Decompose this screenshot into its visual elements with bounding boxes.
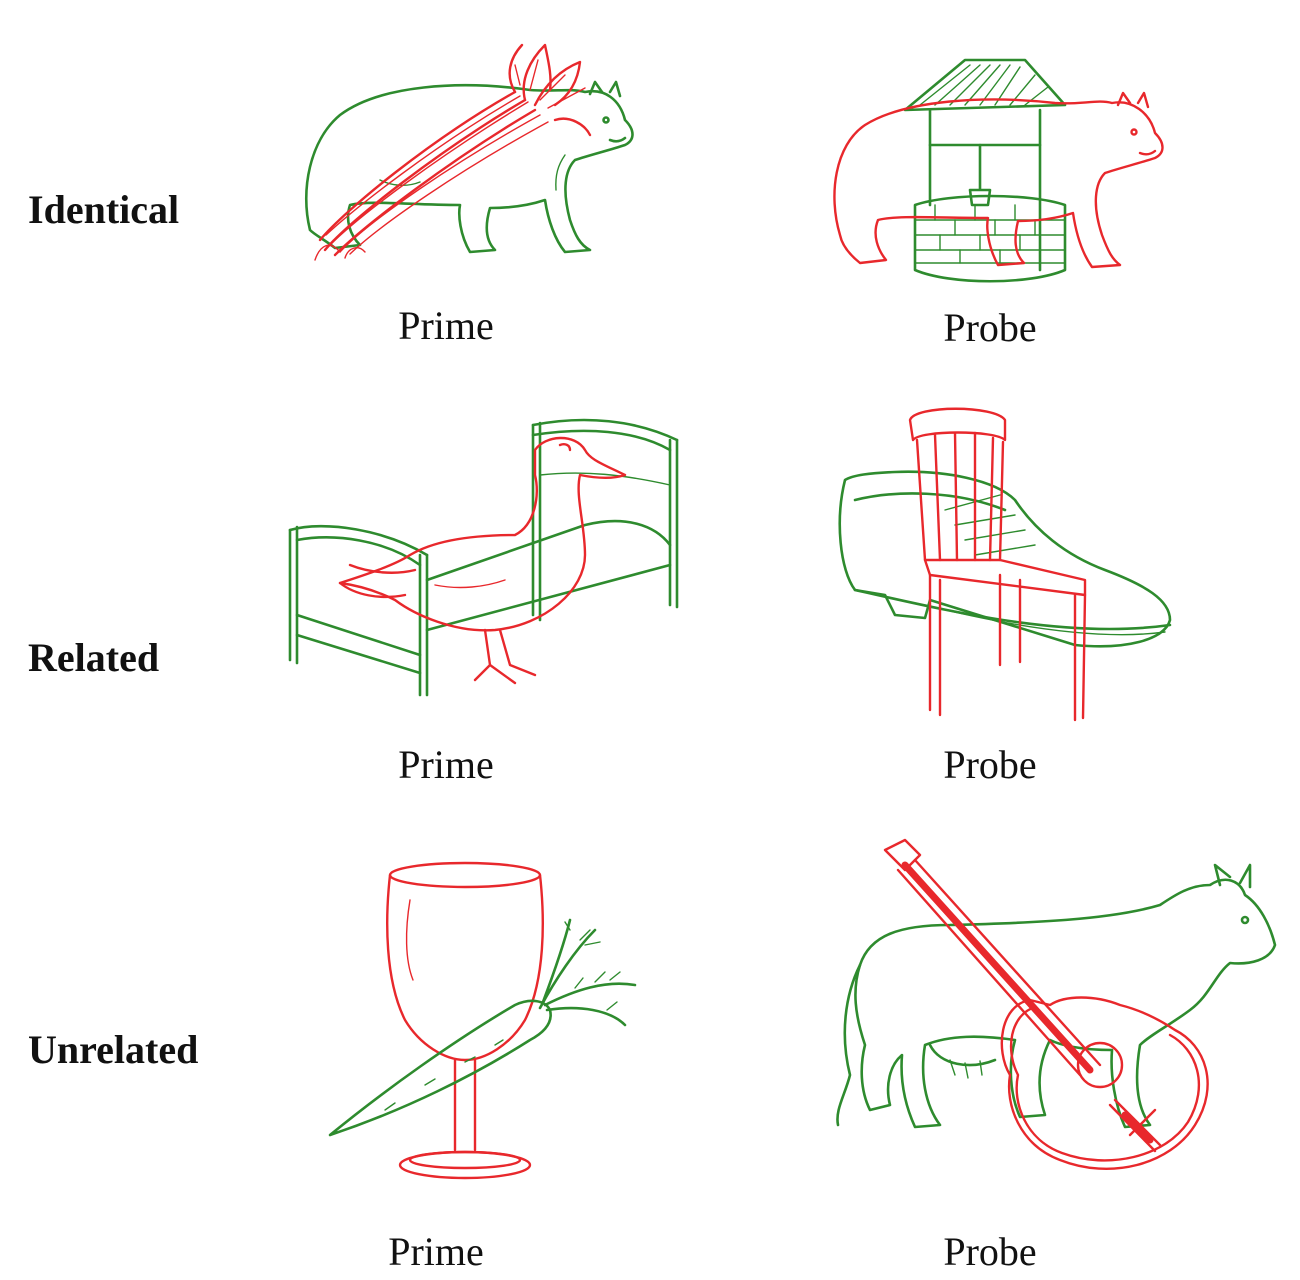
- unrelated-probe-caption: Probe: [943, 1229, 1037, 1274]
- identical-prime-caption: Prime: [398, 303, 494, 348]
- row-label-unrelated: Unrelated: [28, 1027, 199, 1072]
- cow-drawing: [836, 863, 1277, 1129]
- related-prime-figure: [285, 415, 685, 700]
- identical-probe-caption: Probe: [943, 305, 1037, 350]
- unrelated-prime-caption: Prime: [388, 1229, 484, 1274]
- related-prime-caption: Prime: [398, 742, 494, 787]
- related-probe-caption: Probe: [943, 742, 1037, 787]
- bear-drawing-red: [833, 91, 1164, 269]
- row-label-related: Related: [28, 635, 160, 680]
- wine-glass-drawing: [386, 861, 544, 1180]
- carrot-drawing: [328, 918, 637, 1137]
- bed-drawing: [288, 418, 679, 697]
- shoe-drawing: [838, 470, 1172, 648]
- chair-drawing: [908, 407, 1087, 722]
- duck-drawing: [338, 436, 627, 685]
- bear-drawing: [304, 80, 634, 254]
- identical-probe-figure: [820, 55, 1180, 283]
- row-label-identical: Identical: [28, 187, 180, 232]
- celery-drawing: [314, 43, 592, 261]
- identical-prime-figure: [290, 30, 650, 270]
- guitar-drawing: [883, 838, 1209, 1171]
- well-drawing: [903, 58, 1067, 283]
- unrelated-probe-figure: [830, 835, 1285, 1205]
- related-probe-figure: [825, 400, 1175, 722]
- unrelated-prime-figure: [325, 860, 645, 1190]
